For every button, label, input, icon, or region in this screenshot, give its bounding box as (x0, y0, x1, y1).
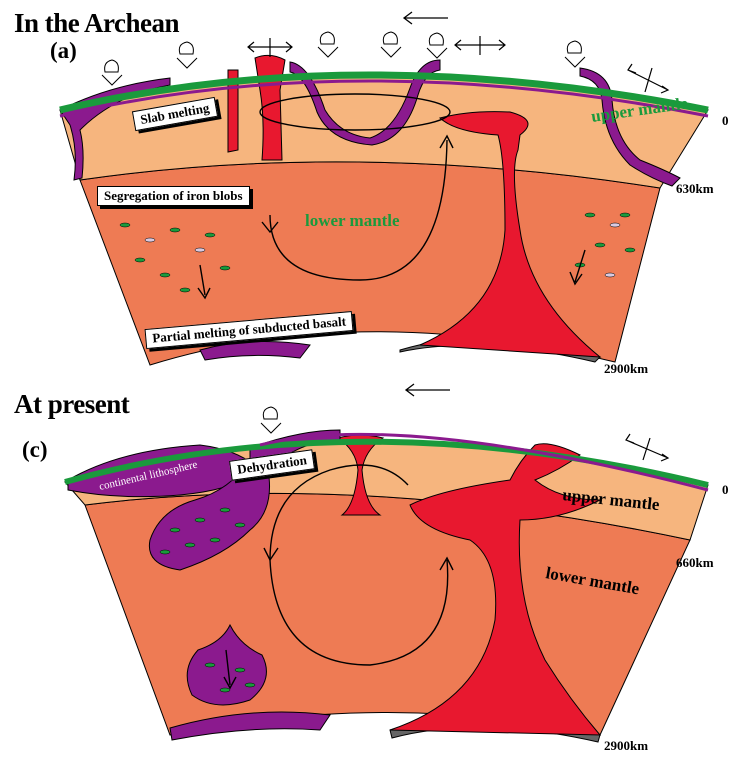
depth-surface-c: 0 (722, 482, 729, 497)
panel-c-heading: At present (14, 389, 130, 419)
plate-motion-arrow-c (404, 383, 450, 397)
slab-middle-a (289, 59, 441, 146)
small-convection-cell-a (259, 93, 451, 131)
sinking-arrow-right-a (569, 249, 586, 286)
plume-small-c (336, 434, 385, 516)
depth-core-c: 2900km (604, 738, 649, 753)
sinking-arrow-c (223, 649, 237, 690)
crust-a (59, 71, 709, 114)
volcano-icon-c (260, 406, 282, 434)
iron-blobs-label: Segregation of iron blobs (97, 186, 250, 206)
large-convection-cell-a (269, 139, 448, 281)
lower-mantle-label-a: lower mantle (305, 211, 400, 230)
sinking-arrow-left-a (197, 264, 211, 300)
spreading-ridge-icon-c (625, 433, 670, 462)
mantle-plume-c (389, 443, 602, 736)
depth-surface-a: 0 (722, 113, 729, 128)
crust-c (64, 438, 709, 488)
convection-cell-c (269, 464, 449, 666)
panel-c: upper mantle lower mantle continental li… (64, 383, 709, 743)
depth-transition-a: 630km (676, 181, 714, 196)
depth-transition-c: 660km (676, 555, 714, 570)
mantle-plume-a (419, 111, 602, 358)
green-blobs-c (159, 507, 256, 693)
iron-blobs-right-a (574, 212, 636, 278)
spreading-ridge-icons-a (247, 36, 670, 94)
purple-pool-c (169, 711, 331, 741)
purple-pool-a (199, 340, 311, 361)
plate-motion-arrow-a (402, 11, 448, 25)
panel-a-letter: (a) (50, 38, 77, 63)
iron-blobs-left-a (119, 222, 231, 293)
panel-a-heading: In the Archean (14, 8, 180, 38)
panel-a: lower mantle upper mantle (59, 11, 709, 366)
depth-core-a: 2900km (604, 361, 649, 376)
volcano-icons-a (101, 31, 586, 86)
panel-c-letter: (c) (22, 437, 48, 462)
